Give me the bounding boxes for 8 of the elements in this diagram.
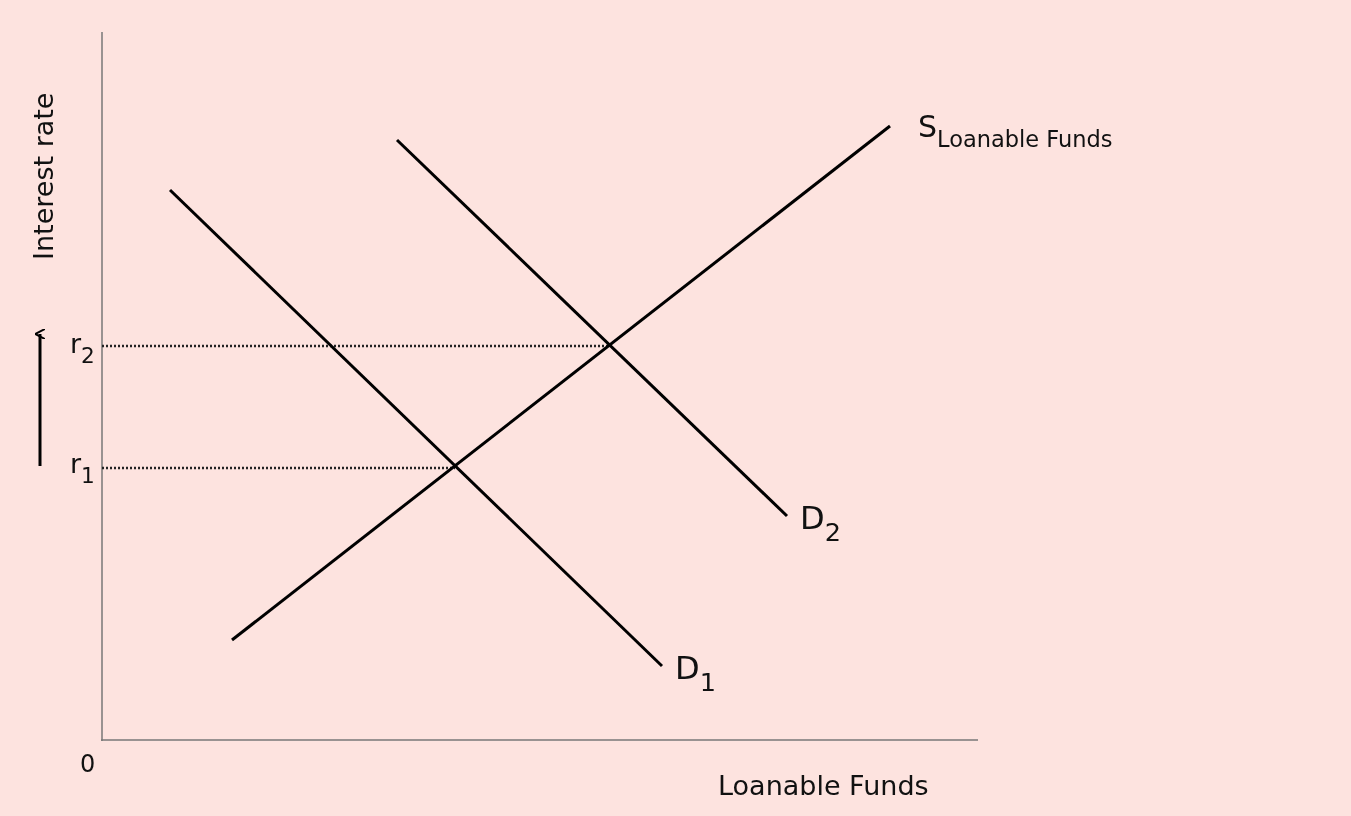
curve-label: S$_{Loanable Funds}$ — [918, 112, 1113, 151]
axis-title: Interest rate — [30, 92, 57, 260]
origin-label: 0 — [80, 752, 96, 776]
axis-title: Loanable Funds — [718, 772, 929, 799]
curve-label: D$_{2}$ — [800, 502, 841, 546]
rate-label: r$_{1}$ — [70, 450, 95, 487]
curve-label: D$_{1}$ — [675, 652, 716, 696]
rate-label: r$_{2}$ — [70, 330, 95, 367]
